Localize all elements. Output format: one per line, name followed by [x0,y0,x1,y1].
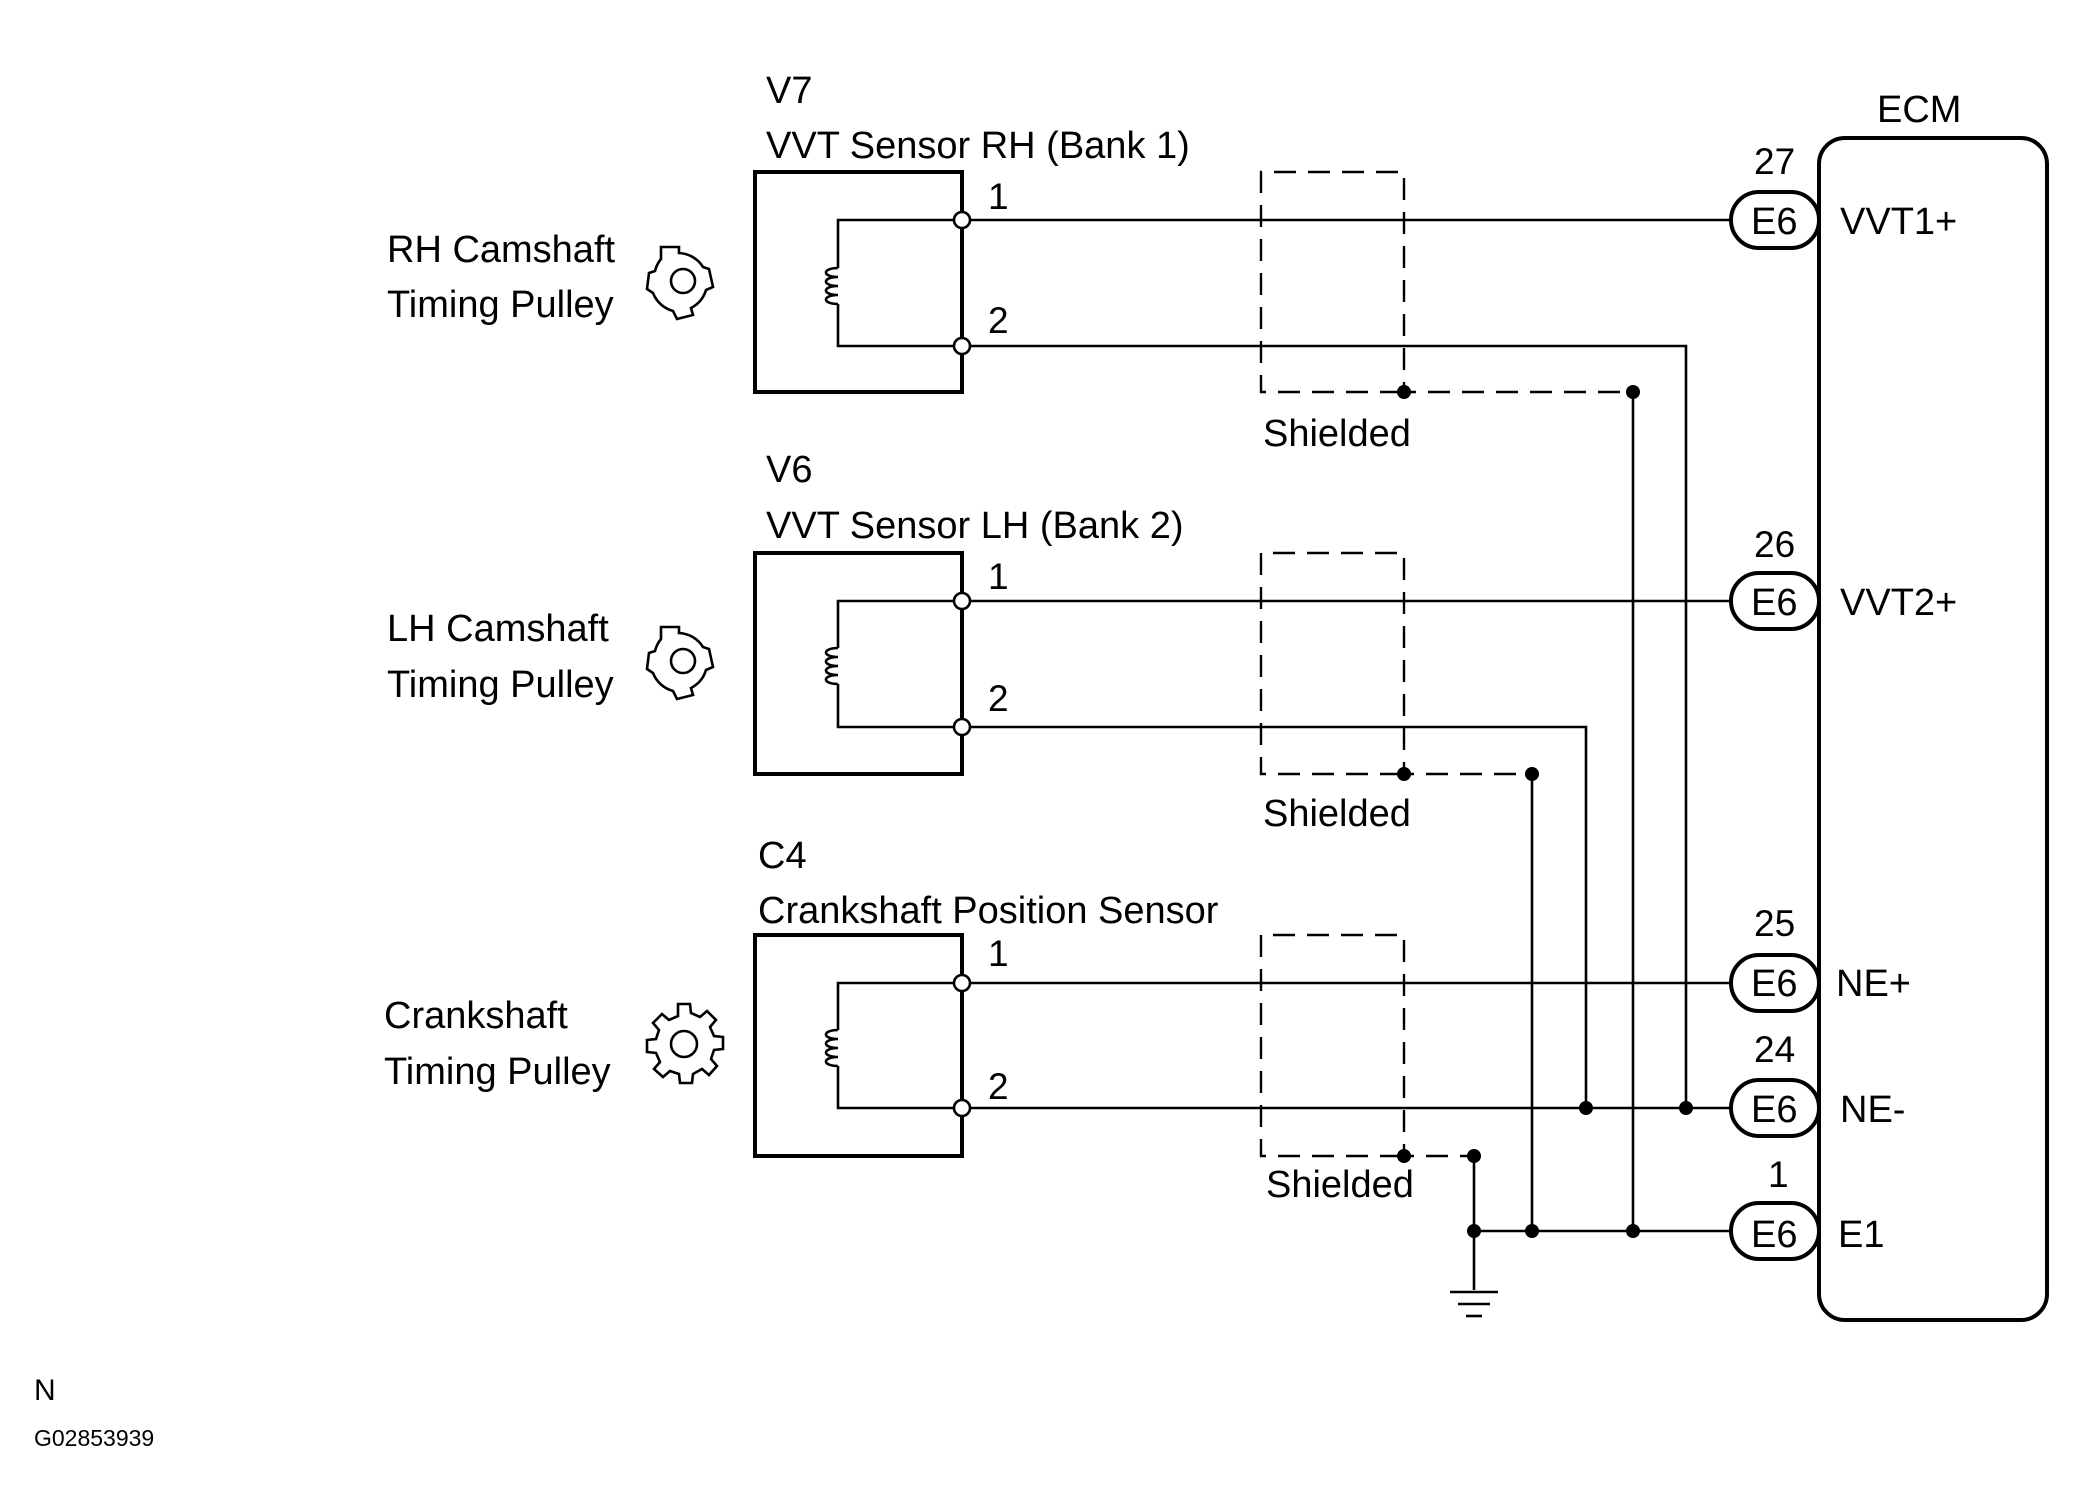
return-wire [970,344,1688,1106]
ecm-pin-24: E6 24 NE- [1729,1029,1905,1138]
pulley-label-line1: Crankshaft [384,995,568,1037]
pin-1-label: 1 [988,556,1009,597]
pin-2-label: 2 [988,300,1009,341]
pin-2-terminal [952,336,972,356]
figure-id: G02853939 [34,1425,154,1451]
shield-outline [1259,933,1472,1158]
ground-icon [1450,1290,1498,1318]
pin-number: 1 [1768,1154,1789,1195]
sensor-code: V7 [766,70,812,112]
ecm-pin-26: E6 26 VVT2+ [1729,524,1957,631]
sensor-v7-group: V7 VVT Sensor RH (Bank 1) 1 2 RH Camshaf… [387,70,1731,1231]
pin-2-label: 2 [988,1066,1009,1107]
sensor-box [753,551,964,776]
wire-junction [1467,1224,1481,1238]
ecm-pin-1: E6 1 E1 [1729,1154,1884,1261]
shield-junction [1397,385,1411,399]
signal-label: VVT1+ [1840,201,1957,243]
coil-icon [824,1028,839,1068]
coil-wire [836,599,962,648]
pulley-label-line1: RH Camshaft [387,229,615,271]
pin-1-terminal [952,210,972,230]
wire-junction [1579,1101,1593,1115]
signal-label: NE- [1840,1089,1905,1131]
ecm-pin-27: E6 27 VVT1+ [1729,141,1957,250]
sensor-v6-group: V6 VVT Sensor LH (Bank 2) 1 2 LH Camshaf… [387,449,1731,1231]
pin-1-label: 1 [988,933,1009,974]
coil-wire [836,684,962,729]
connector-pill [1729,1201,1821,1261]
pin-1-terminal [952,973,972,993]
wire-junction [1525,1224,1539,1238]
coil-wire [836,1066,962,1110]
coil-icon [824,266,839,306]
pin-2-terminal [952,717,972,737]
sensor-code: C4 [758,835,807,877]
sensor-box [753,933,964,1158]
shield-label: Shielded [1266,1164,1414,1206]
coil-wire [836,981,962,1030]
coil-wire [836,304,962,348]
shield-label: Shielded [1263,413,1411,455]
connector-pill [1729,1078,1821,1138]
shield-label: Shielded [1263,793,1411,835]
sensor-name: VVT Sensor LH (Bank 2) [766,505,1183,547]
sensor-name: VVT Sensor RH (Bank 1) [766,125,1190,167]
pin-2-label: 2 [988,678,1009,719]
pin-number: 26 [1754,524,1795,565]
pin-2-terminal [952,1098,972,1118]
pulley-label-line2: Timing Pulley [384,1051,611,1093]
sensor-box [753,170,964,394]
shield-outline [1259,551,1530,776]
pin-1-label: 1 [988,176,1009,217]
pin-number: 25 [1754,903,1795,944]
connector-label: E6 [1751,1089,1797,1131]
shield-outline [1259,170,1631,394]
sensor-c4-group: C4 Crankshaft Position Sensor 1 2 Cranks… [384,835,1731,1290]
shield-junction [1397,767,1411,781]
wire-junction [1626,1224,1640,1238]
gear-icon [645,1002,725,1085]
connector-pill [1729,190,1821,250]
shield-junction [1397,1149,1411,1163]
connector-pill [1729,953,1821,1013]
ecm-block [1817,136,2049,1322]
pulley-label-line2: Timing Pulley [387,664,614,706]
cam-pulley-icon [645,625,715,701]
signal-label: NE+ [1836,963,1911,1005]
sensor-code: V6 [766,449,812,491]
pin-1-terminal [952,591,972,611]
pulley-label-line2: Timing Pulley [387,284,614,326]
connector-label: E6 [1751,201,1797,243]
return-wire [970,725,1588,1106]
ecm-pin-25: E6 25 NE+ [1729,903,1911,1013]
pin-number: 27 [1754,141,1795,182]
signal-label: E1 [1838,1214,1884,1256]
connector-label: E6 [1751,1214,1797,1256]
connector-label: E6 [1751,963,1797,1005]
coil-wire [836,218,962,268]
wire-junction [1679,1101,1693,1115]
footer-note: N [34,1374,56,1407]
pulley-label-line1: LH Camshaft [387,608,609,650]
signal-label: VVT2+ [1840,582,1957,624]
pin-number: 24 [1754,1029,1795,1070]
cam-pulley-icon [645,245,715,321]
ecm-title: ECM [1877,89,1961,131]
sensor-name: Crankshaft Position Sensor [758,890,1219,932]
coil-icon [824,646,839,686]
connector-label: E6 [1751,582,1797,624]
connector-pill [1729,571,1821,631]
